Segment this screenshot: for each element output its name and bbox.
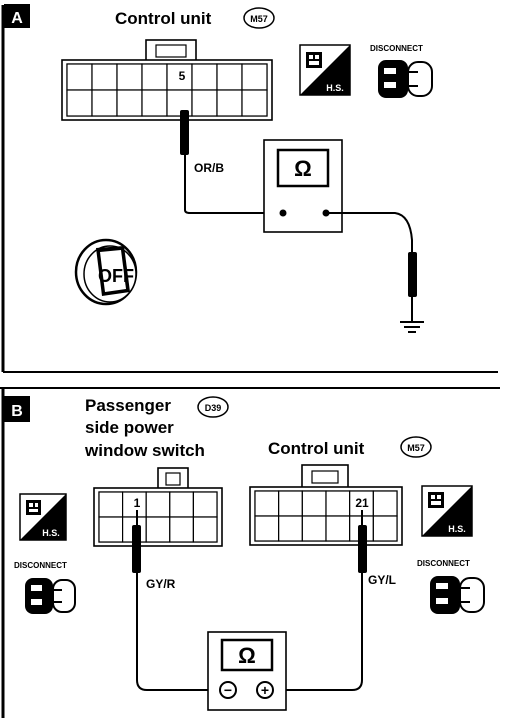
connector-cavity (191, 63, 218, 91)
disconnect-icon (378, 60, 433, 98)
panel-b-switch-connector: 1 (93, 467, 223, 547)
connector-cavity (278, 490, 303, 517)
panel-b: B Passenger side power window switch D39… (0, 387, 500, 718)
connector-cavity (254, 490, 280, 517)
connector-cavity (116, 63, 143, 91)
connector-cavity (241, 63, 268, 91)
panel-a-probe (180, 110, 189, 155)
connector-cavity (241, 89, 268, 117)
connector-cavity (216, 89, 243, 117)
connector-cavity (91, 63, 118, 91)
connector-cavity (66, 63, 93, 91)
panel-b-switch-code: D39 (205, 403, 222, 413)
panel-b-probe-left (132, 525, 141, 573)
panel-b-hs-label-right: H.S. (448, 524, 466, 534)
panel-a-connector-code-badge: M57 (243, 7, 275, 29)
panel-b-letter-box (4, 396, 30, 422)
panel-b-meter-terminal-minus (219, 681, 237, 699)
harness-side-icon: H.S. (421, 485, 473, 537)
panel-b-control-unit-connector: 21 (249, 464, 403, 546)
panel-b-hs-label-left: H.S. (42, 528, 60, 538)
connector-cavity (192, 516, 218, 543)
panel-a-pin-number: 5 (179, 69, 186, 83)
connector-cavity (169, 516, 195, 543)
harness-side-icon: H.S. (19, 493, 67, 541)
panel-a-disconnect-label: DISCONNECT (370, 44, 423, 53)
panel-a-ohmmeter: Ω (263, 139, 343, 233)
panel-b-switch-label-line2: side power (85, 418, 174, 437)
connector-cavity (169, 491, 195, 518)
connector-cavity (98, 516, 124, 543)
connector-cavity (301, 490, 327, 517)
connector-cavity (141, 63, 168, 91)
connector-cavity (116, 89, 143, 117)
panel-b-wire-left (136, 510, 226, 691)
connector-cavity (372, 490, 398, 517)
panel-a-meter-terminal-left (279, 209, 287, 217)
connector-cavity (325, 490, 351, 517)
panel-b-meter-symbol: Ω (238, 643, 256, 668)
panel-b-disconnect-right: DISCONNECT (417, 559, 470, 568)
panel-a-control-unit-connector: 5 (61, 39, 273, 121)
panel-b-switch-connector-cells (98, 491, 218, 543)
panel-a-letter: A (11, 10, 23, 27)
panel-b-switch-label-line3: window switch (84, 441, 205, 460)
panel-b-switch-label-line1: Passenger (85, 396, 171, 415)
connector-cavity (191, 89, 218, 117)
panel-b-switch-pin: 1 (134, 496, 141, 510)
harness-side-icon: H.S. (299, 44, 351, 96)
connector-cavity (301, 515, 327, 542)
connector-cavity (254, 515, 280, 542)
connector-cavity (91, 89, 118, 117)
panel-b-switch-code-badge: D39 (197, 396, 229, 418)
panel-b-control-unit-code-badge: M57 (400, 436, 432, 458)
panel-b-control-unit-pin: 21 (355, 496, 369, 510)
panel-b-ohmmeter: Ω − + (207, 631, 287, 711)
panel-b-letter: B (11, 403, 23, 420)
connector-cavity (325, 515, 351, 542)
panel-b-wire-right-color: GY/L (368, 573, 396, 587)
connector-cavity (216, 63, 243, 91)
panel-b-control-unit-connector-cells (254, 490, 398, 542)
connector-cavity (98, 491, 124, 518)
connector-cavity (145, 516, 171, 543)
panel-a-connector-code: M57 (250, 14, 268, 24)
connector-cavity (145, 491, 171, 518)
panel-b-control-unit-label: Control unit (268, 439, 365, 458)
panel-b-meter-plus: + (261, 682, 269, 698)
panel-a-control-unit-label: Control unit (115, 9, 212, 28)
panel-a: A Control unit M57 5 OR/B Ω (1, 4, 498, 373)
panel-a-connector-cells (66, 63, 268, 117)
panel-a-wire-color: OR/B (194, 161, 224, 175)
disconnect-icon (430, 576, 485, 614)
connector-cavity (192, 491, 218, 518)
connector-cavity (141, 89, 168, 117)
panel-b-control-unit-code: M57 (407, 443, 425, 453)
panel-a-wire-to-meter (184, 118, 283, 214)
panel-b-meter-minus: − (224, 682, 232, 698)
panel-a-meter-symbol: Ω (294, 156, 312, 181)
disconnect-icon (25, 578, 76, 614)
ignition-key-icon: OFF (74, 238, 138, 306)
connector-cavity (278, 515, 303, 542)
panel-a-letter-box (4, 4, 30, 28)
panel-b-wire-left-color: GY/R (146, 577, 176, 591)
panel-a-ground-probe (408, 252, 417, 297)
panel-b-disconnect-left: DISCONNECT (14, 561, 67, 570)
panel-b-wire-right (266, 510, 363, 691)
panel-a-hs-label: H.S. (326, 83, 344, 93)
ground-icon (400, 315, 424, 333)
panel-a-ignition-label: OFF (98, 266, 134, 286)
connector-cavity (66, 89, 93, 117)
connector-cavity (372, 515, 398, 542)
panel-b-probe-right (358, 525, 367, 573)
panel-a-wire-to-ground (326, 212, 413, 315)
panel-b-meter-terminal-plus (256, 681, 274, 699)
